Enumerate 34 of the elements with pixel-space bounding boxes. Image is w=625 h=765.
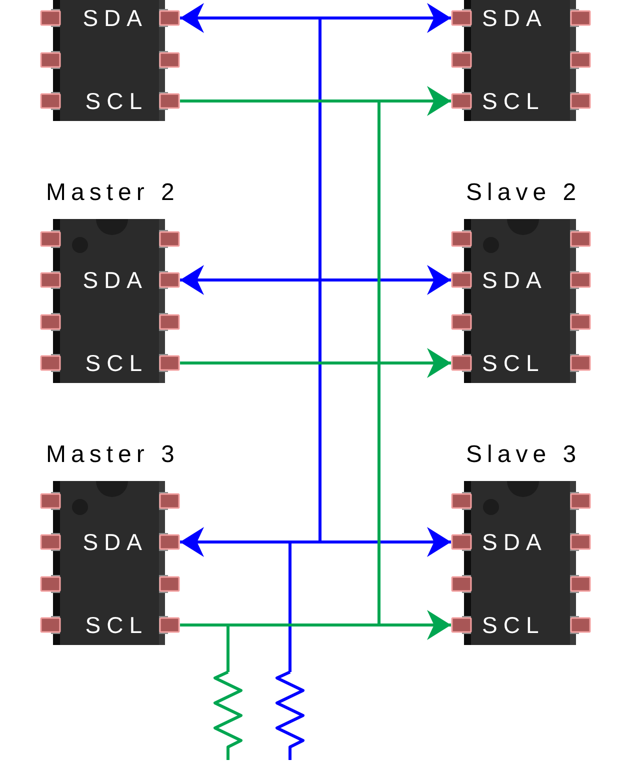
pin-label: SCL <box>482 611 545 639</box>
wire <box>378 363 380 625</box>
wire <box>288 542 292 672</box>
pin-label: SCL <box>85 611 148 639</box>
chip-label: Master 2 <box>46 179 180 207</box>
pin-label: SCL <box>482 349 545 377</box>
pin-label: SDA <box>482 528 548 556</box>
pin-label: SCL <box>85 87 148 115</box>
arrow <box>379 610 451 640</box>
chip-label: Master 3 <box>46 441 180 469</box>
wire <box>180 100 379 102</box>
arrow <box>180 527 290 557</box>
pin-label: SDA <box>482 266 548 294</box>
wire <box>378 101 380 363</box>
wire <box>180 362 379 364</box>
wire <box>228 624 379 626</box>
arrow <box>320 527 451 557</box>
wire <box>290 540 320 544</box>
arrow <box>379 86 451 116</box>
wire <box>318 280 322 542</box>
chip-label: Slave 3 <box>466 441 582 469</box>
arrow <box>320 3 451 33</box>
pin-label: SDA <box>82 266 148 294</box>
pin-label: SDA <box>482 4 548 32</box>
chip-label: Slave 2 <box>466 179 582 207</box>
wire <box>226 625 230 672</box>
pin-label: SDA <box>82 4 148 32</box>
wire <box>318 18 322 280</box>
pin-label: SDA <box>82 528 148 556</box>
pin-label: SCL <box>482 87 545 115</box>
wire <box>180 624 228 626</box>
arrow <box>180 3 320 33</box>
arrow <box>379 348 451 378</box>
pin-label: SCL <box>85 349 148 377</box>
